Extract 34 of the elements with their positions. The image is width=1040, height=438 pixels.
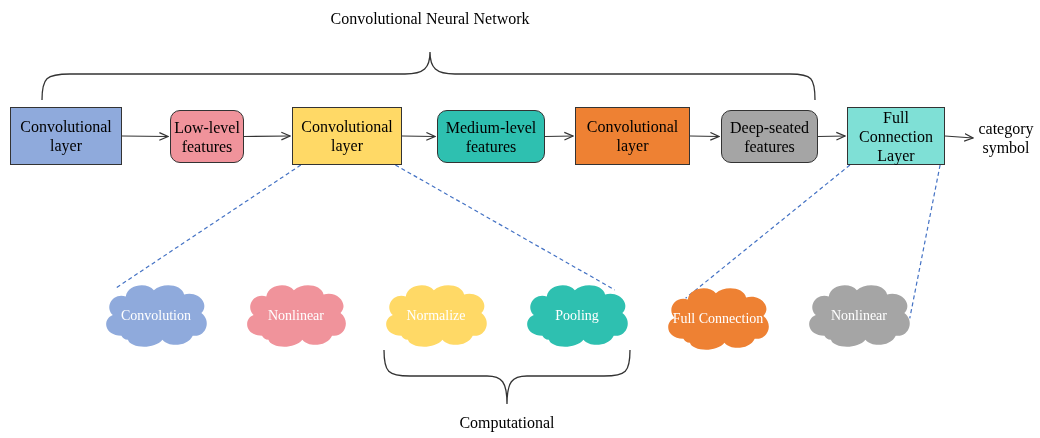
node-text: Convolutional layer — [300, 117, 394, 155]
arrow — [689, 131, 720, 141]
layer-box — [10, 107, 122, 165]
layer-box — [575, 107, 690, 165]
feature-box — [721, 110, 818, 163]
node-text: Normalize — [406, 306, 466, 324]
node-text: Full Connection — [672, 309, 764, 327]
brace-label: Convolutional Neural Network — [330, 10, 530, 28]
node-text: Nonlinear — [268, 306, 324, 324]
layer-box — [292, 107, 402, 165]
arrow — [401, 131, 436, 141]
arrow — [544, 131, 574, 141]
brace-label: Computational — [459, 414, 555, 432]
layer-box — [847, 107, 945, 165]
node-text: Low-level features — [173, 117, 241, 156]
feature-box — [170, 110, 244, 163]
leader-line — [909, 164, 941, 319]
feature-box — [437, 110, 545, 163]
output-label: category symbol — [975, 116, 1037, 160]
node-text: Medium-level features — [444, 117, 538, 156]
node-text: Deep-seated features — [728, 117, 811, 156]
node-text: Convolutional layer — [19, 117, 113, 155]
node-text: Convolution — [121, 306, 191, 324]
node-text: Full Connection Layer — [858, 107, 934, 165]
arrow — [243, 131, 291, 141]
node-text: Pooling — [555, 306, 599, 324]
node-text: Convolutional layer — [585, 117, 680, 155]
arrow — [944, 132, 974, 142]
arrow — [817, 131, 846, 141]
leader-line — [394, 164, 616, 291]
leader-line — [114, 164, 302, 290]
leader-line — [685, 164, 851, 299]
node-text: Nonlinear — [831, 306, 887, 324]
arrow — [121, 131, 169, 141]
